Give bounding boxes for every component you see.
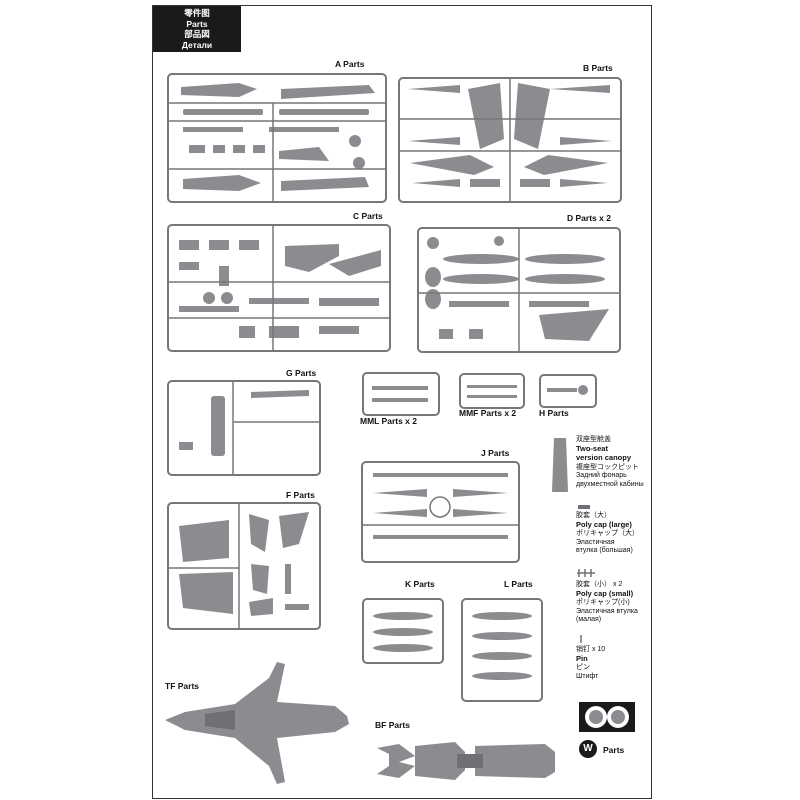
- sprue-mmf: [459, 373, 525, 409]
- parts-page: 零件图 Parts 部品図 Детали A Parts: [152, 5, 652, 799]
- pin-part: [580, 635, 582, 643]
- label-f-parts: F Parts: [286, 490, 315, 500]
- pin-en: Pin: [576, 653, 588, 663]
- label-h-parts: H Parts: [539, 408, 569, 418]
- sprue-b: [398, 77, 622, 203]
- header-en: Parts: [186, 18, 208, 29]
- label-tf-parts: TF Parts: [165, 681, 200, 691]
- polycap-large-part: [578, 505, 590, 509]
- note-pin: 销钉 x 10 Pin ピン Штифт: [576, 646, 605, 681]
- sprue-a: [167, 73, 387, 203]
- label-j-parts: J Parts: [481, 448, 510, 458]
- sprue-f: [167, 502, 321, 630]
- sprue-g: [167, 380, 321, 476]
- header-ru: Детали: [181, 39, 213, 50]
- fuselage-bottom-part: [377, 742, 555, 780]
- polycap-large-ru2: втулка (большая): [576, 547, 633, 554]
- sprue-k: [362, 598, 444, 664]
- canopy-ru: Задний фонарь: [576, 472, 627, 479]
- canopy-part: [552, 438, 568, 492]
- label-bf-parts: BF Parts: [375, 720, 410, 730]
- page-header: 零件图 Parts 部品図 Детали: [153, 6, 241, 52]
- wheel-sprue-icon: [579, 702, 635, 732]
- label-l-parts: L Parts: [504, 579, 533, 589]
- polycap-small-en: Poly cap (small): [576, 588, 634, 598]
- sprue-j: [361, 461, 520, 563]
- label-k-parts: K Parts: [405, 579, 435, 589]
- polycap-small-part: [577, 569, 595, 577]
- polycap-large-en: Poly cap (large): [576, 519, 632, 529]
- sprue-c: [167, 224, 391, 352]
- sprue-l: [461, 598, 543, 702]
- header-ja: 部品図: [184, 29, 210, 39]
- label-w-parts: Parts: [603, 745, 625, 755]
- canopy-en1: Two-seat: [576, 443, 608, 453]
- label-b-parts: B Parts: [583, 63, 613, 73]
- w-badge: W: [579, 740, 597, 758]
- polycap-small-ru2: (малая): [576, 616, 602, 623]
- canopy-zh: 双座型舱盖: [576, 436, 611, 443]
- label-g-parts: G Parts: [286, 368, 317, 378]
- polycap-small-ja: ポリキャップ(小): [576, 599, 630, 606]
- polycap-large-ja: ポリキャップ（大）: [576, 530, 639, 537]
- polycap-small-ru: Эластичная втулка: [576, 607, 638, 615]
- polycap-large-ru: Эластичная: [576, 538, 615, 546]
- canopy-ru2: двухместной кабины: [576, 480, 644, 488]
- pin-ru: Штифт: [576, 672, 599, 680]
- label-mml-parts: MML Parts x 2: [360, 416, 418, 426]
- header-zh: 零件图: [184, 8, 210, 18]
- pin-ja: ピン: [576, 664, 590, 671]
- canopy-ja: 複座型コックピット: [576, 463, 639, 471]
- sprue-d: [417, 227, 621, 353]
- sprue-h: [539, 374, 597, 408]
- label-c-parts: C Parts: [353, 211, 383, 221]
- polycap-small-zh: 胶套（小） x 2: [576, 581, 623, 588]
- note-polycap-large: 胶套（大） Poly cap (large) ポリキャップ（大） Эластич…: [576, 512, 639, 556]
- sprue-mml: [362, 372, 440, 416]
- polycap-large-zh: 胶套（大）: [576, 512, 611, 519]
- canopy-en2: version canopy: [576, 453, 632, 462]
- note-polycap-small: 胶套（小） x 2 Poly cap (small) ポリキャップ(小) Эла…: [576, 581, 638, 625]
- pin-zh: 销钉 x 10: [576, 646, 606, 653]
- label-mmf-parts: MMF Parts x 2: [459, 408, 517, 418]
- fuselage-top-part: [165, 662, 349, 784]
- label-a-parts: A Parts: [335, 59, 365, 69]
- label-d-parts: D Parts x 2: [567, 213, 611, 223]
- note-canopy: 双座型舱盖 Two-seat version canopy 複座型コックピット …: [576, 436, 644, 489]
